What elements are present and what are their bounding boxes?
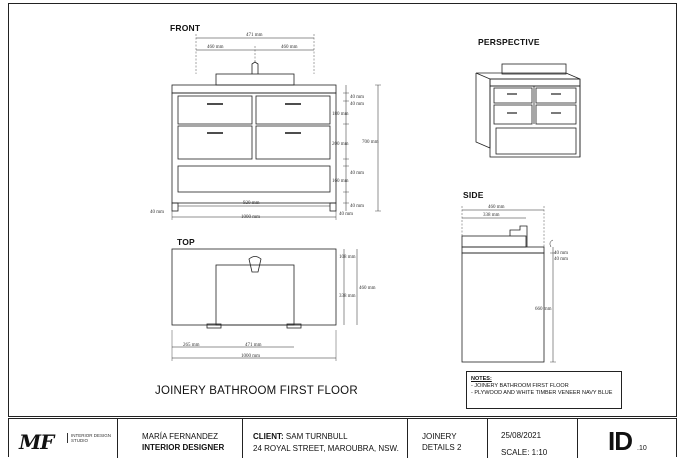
top-plan (171, 248, 358, 361)
top-leg-right (286, 323, 302, 329)
perspective-view-title: PERSPECTIVE (478, 37, 540, 47)
dim-front-right-offset: 460 mm (281, 45, 298, 50)
sheet-line-2: DETAILS 2 (422, 443, 462, 452)
dim-front-40c: 40 mm (350, 171, 364, 176)
drawing-title: JOINERY BATHROOM FIRST FLOOR (155, 385, 358, 397)
dim-front-overall-width: 1000 mm (241, 215, 260, 220)
dim-front-200: 200 mm (332, 142, 349, 147)
top-tap (248, 256, 262, 273)
dim-front-leg-right: 40 mm (339, 212, 353, 217)
dim-top-471: 471 mm (245, 343, 262, 348)
dim-front-700: 700 mm (362, 140, 379, 145)
front-leg-left (171, 202, 179, 212)
dim-top-265: 265 mm (183, 343, 200, 348)
title-block-logo-cell: MF INTERIOR DESIGN STUDIO (9, 419, 118, 458)
dim-front-leg-left: 40 mm (150, 210, 164, 215)
perspective-sketch (475, 63, 581, 158)
front-tap (251, 61, 259, 74)
dim-top-338: 338 mm (339, 294, 356, 299)
designer-role: INTERIOR DESIGNER (142, 443, 225, 452)
front-open-shelf (177, 165, 331, 193)
drawing-date: 25/08/2021 (501, 431, 542, 440)
front-basin (215, 73, 295, 86)
dim-side-40b: 40 mm (554, 257, 568, 262)
sheet-border (8, 3, 677, 417)
side-basin (461, 235, 527, 248)
studio-line-2: STUDIO (71, 438, 89, 443)
dim-front-40d: 40 mm (350, 204, 364, 209)
dim-front-tap-spacing: 471 mm (246, 33, 263, 38)
studio-label: INTERIOR DESIGN STUDIO (67, 433, 111, 443)
front-drawer-top-right (255, 95, 331, 125)
client-address: 24 ROYAL STREET, MAROUBRA, NSW. (253, 444, 399, 453)
top-basin-outline (215, 264, 295, 326)
notes-line-1: - JOINERY BATHROOM FIRST FLOOR (471, 383, 569, 389)
title-block-client-cell: CLIENT: SAM TURNBULL 24 ROYAL STREET, MA… (243, 419, 408, 458)
dim-front-40b: 40 mm (350, 102, 364, 107)
side-tap (509, 225, 528, 247)
top-leg-left (206, 323, 222, 329)
dim-front-left-offset: 460 mm (207, 45, 224, 50)
dim-top-1000: 1000 mm (241, 354, 260, 359)
studio-logo: MF (19, 430, 54, 454)
dim-top-460: 460 mm (359, 286, 376, 291)
front-leg-right (329, 202, 337, 212)
front-drawer-top-left (177, 95, 253, 125)
studio-line-1: INTERIOR DESIGN (71, 433, 112, 438)
id-mark: ID (608, 426, 633, 456)
top-view-title: TOP (177, 237, 195, 247)
dim-front-inner-width: 920 mm (243, 201, 260, 206)
drawing-scale: SCALE: 1:10 (501, 448, 548, 457)
front-drawer-bottom-right (255, 125, 331, 160)
title-block-sheet-cell: JOINERY DETAILS 2 (408, 419, 488, 458)
top-countertop-outline (171, 248, 337, 326)
dim-top-108: 108 mm (339, 255, 356, 260)
client-line: CLIENT: SAM TURNBULL (253, 432, 348, 441)
front-cabinet-body (171, 92, 337, 204)
side-cabinet-body (461, 252, 545, 363)
dim-side-40a: 40 mm (554, 251, 568, 256)
id-number: .10 (637, 445, 647, 452)
title-block: MF INTERIOR DESIGN STUDIO MARÍA FERNANDE… (8, 418, 677, 458)
side-view-title: SIDE (463, 190, 484, 200)
dim-front-180: 180 mm (332, 112, 349, 117)
dim-front-40a: 40 mm (350, 95, 364, 100)
side-elevation (461, 206, 556, 363)
sheet-line-1: JOINERY (422, 432, 457, 441)
notes-heading: NOTES: (471, 376, 492, 382)
client-name: SAM TURNBULL (285, 432, 348, 441)
dim-side-460: 460 mm (488, 205, 505, 210)
designer-name: MARÍA FERNANDEZ (142, 432, 219, 441)
front-elevation (171, 34, 381, 220)
notes-box: NOTES: - JOINERY BATHROOM FIRST FLOOR - … (466, 371, 622, 409)
front-countertop (171, 84, 337, 94)
client-label: CLIENT: (253, 432, 284, 441)
front-view-title: FRONT (170, 23, 201, 33)
front-drawer-bottom-left (177, 125, 253, 160)
title-block-designer-cell: MARÍA FERNANDEZ INTERIOR DESIGNER (118, 419, 243, 458)
dim-side-660: 660 mm (535, 307, 552, 312)
notes-line-2: - PLYWOOD AND WHITE TIMBER VENEER NAVY B… (471, 390, 613, 396)
dim-front-160: 160 mm (332, 179, 349, 184)
dim-side-338: 338 mm (483, 213, 500, 218)
side-countertop (461, 246, 545, 254)
title-block-date-cell: 25/08/2021 SCALE: 1:10 (488, 419, 578, 458)
